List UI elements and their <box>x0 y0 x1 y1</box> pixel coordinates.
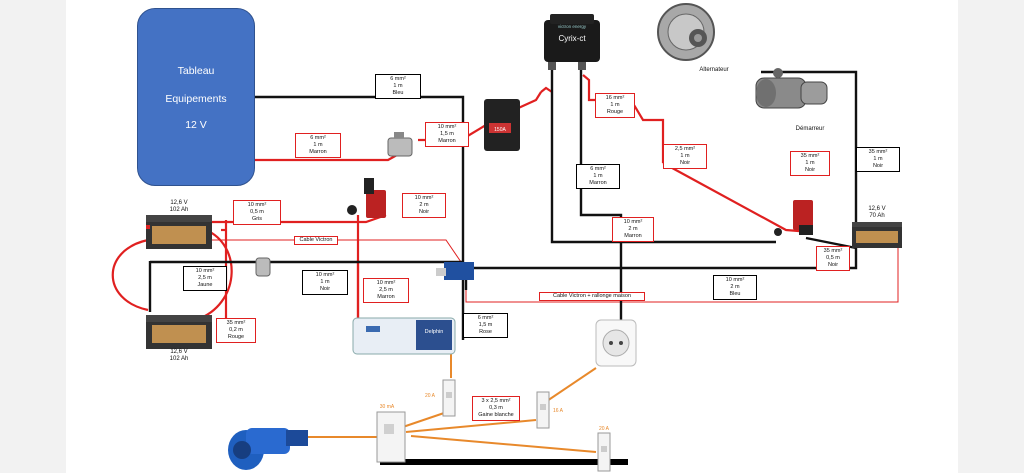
cable-label-35mm-05m-noir: 35 mm² 0,5 m Noir <box>816 246 850 271</box>
cable-label-3x25mm-gaine: 3 x 2,5 mm² 0,3 m Gaine blanche <box>472 396 520 421</box>
bus-stud-left <box>255 257 271 277</box>
cable-label-10mm-2m-marron: 10 mm² 2 m Marron <box>612 217 654 242</box>
cable-label-35mm-1m-noir-a: 35 mm² 1 m Noir <box>790 151 830 176</box>
breaker-16a <box>536 391 550 429</box>
cee-plug <box>228 428 308 470</box>
bus-stud-top <box>387 132 413 157</box>
breaker-20a-bottom-label: 20 A <box>598 426 609 432</box>
cable-label-35mm-02m-rouge: 35 mm² 0,2 m Rouge <box>216 318 256 343</box>
cable-label-6mm-1m-marron: 6 mm² 1 m Marron <box>295 133 341 158</box>
victron-cables <box>148 238 899 303</box>
cable-label-6mm-1m-marron-b: 6 mm² 1 m Marron <box>576 164 620 189</box>
fuse-rating-text: 150A <box>494 127 506 133</box>
battery-left-top <box>146 215 212 249</box>
battery-switch-left <box>347 178 386 218</box>
battery-shunt <box>436 262 474 280</box>
breaker-30ma <box>376 411 406 463</box>
cable-label-10mm-1m-noir: 10 mm² 1 m Noir <box>302 270 348 295</box>
panel-voltage: 12 V <box>185 119 207 131</box>
cable-label-10mm-15m-marron: 10 mm² 1,5 m Marron <box>425 122 469 147</box>
panel-title-line1: Tableau <box>177 65 215 77</box>
starter-label: Démarreur <box>795 126 825 132</box>
battery-left-top-label: 12,6 V 102 Ah <box>169 200 189 213</box>
cable-label-6mm-1m-bleu: 6 mm² 1 m Bleu <box>375 74 421 99</box>
cable-label-victron: Cable Victron <box>294 236 338 245</box>
equipment-panel: Tableau Equipements 12 V <box>137 8 255 186</box>
panel-title-line2: Equipements <box>165 93 227 105</box>
wall-socket <box>595 319 637 367</box>
wiring-diagram-canvas: victron energy Cyrix-ct 150A <box>66 0 958 473</box>
inverter-charger: Delphin <box>352 317 456 355</box>
cable-label-35mm-1m-noir-b: 35 mm² 1 m Noir <box>856 147 900 172</box>
cable-label-10mm-25m-marron: 10 mm² 2,5 m Marron <box>363 278 409 303</box>
cyrix-relay: victron energy Cyrix-ct <box>544 14 600 70</box>
cable-label-victron-rallonge: Cable Victron + rallonge maison <box>539 292 645 301</box>
cable-label-10mm-05m-gris: 10 mm² 0,5 m Gris <box>233 200 281 225</box>
alternator <box>657 3 715 61</box>
breaker-30ma-label: 30 mA <box>379 404 395 410</box>
battery-right <box>852 222 902 248</box>
cable-label-16mm-1m-rouge: 16 mm² 1 m Rouge <box>595 93 635 118</box>
inverter-brand-text: Delphin <box>425 329 444 335</box>
fuse-150a: 150A <box>484 99 520 151</box>
cable-label-6mm-15m-rose: 6 mm² 1,5 m Rose <box>463 313 508 338</box>
starter-motor <box>755 68 828 109</box>
battery-right-label: 12,6 V 70 Ah <box>868 206 886 219</box>
battery-switch-right <box>774 200 813 236</box>
breaker-20a-top-label: 20 A <box>424 393 435 399</box>
battery-left-bottom-label: 12,6 V 102 Ah <box>169 349 189 362</box>
cable-label-25mm-1m-noir: 2,5 mm² 1 m Noir <box>663 144 707 169</box>
breaker-20a-bottom <box>597 432 611 472</box>
cyrix-brand-text: victron energy <box>558 24 587 29</box>
cable-label-10mm-2m-noir: 10 mm² 2 m Noir <box>402 193 446 218</box>
cable-label-10mm-2m-bleu: 10 mm² 2 m Bleu <box>713 275 757 300</box>
cyrix-name-text: Cyrix-ct <box>558 34 586 43</box>
wiring-svg: victron energy Cyrix-ct 150A <box>111 3 902 472</box>
breaker-20a-top <box>442 379 456 417</box>
alternator-label: Alternateur <box>699 67 729 73</box>
battery-left-bottom <box>146 315 212 349</box>
cable-label-10mm-25m-jaune: 10 mm² 2,5 m Jaune <box>183 266 227 291</box>
breaker-16a-label: 16 A <box>552 408 563 414</box>
